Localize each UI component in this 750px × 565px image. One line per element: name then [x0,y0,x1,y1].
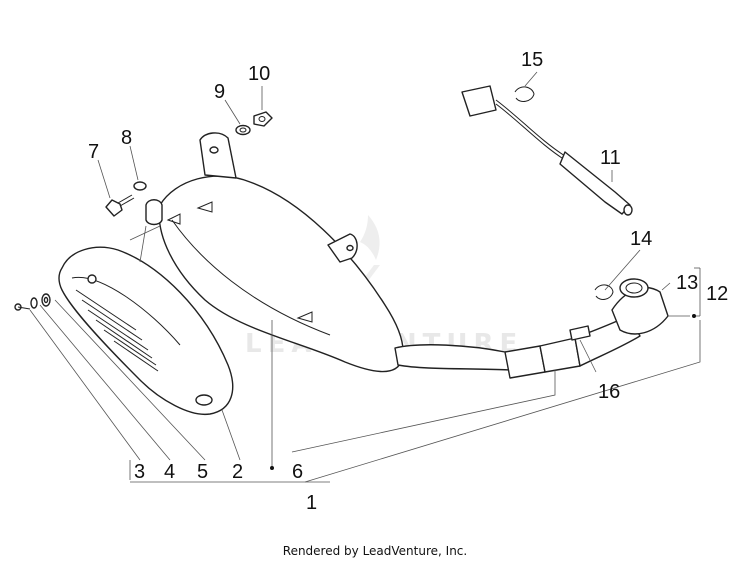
callout-16: 16 [598,381,620,403]
leader-lines [29,71,701,483]
callout-13: 13 [676,272,698,294]
callout-5: 5 [197,461,208,483]
footer-credit: Rendered by LeadVenture, Inc. [282,544,468,558]
screw-stack [14,293,51,311]
fasteners [105,111,273,217]
callout-3: 3 [134,461,145,483]
dot-marker [692,314,696,318]
callout-4: 4 [164,461,175,483]
callout-6: 6 [292,461,303,483]
snap-rings [514,86,614,300]
callout-1: 1 [306,492,317,514]
callout-14: 14 [630,228,652,250]
callout-7: 7 [88,141,99,163]
callout-9: 9 [214,81,225,103]
muffler [145,132,404,373]
callout-10: 10 [248,63,270,85]
callout-11: 11 [600,147,621,169]
oxygen-sensor [461,85,633,216]
header-pipe [394,278,669,379]
callout-12: 12 [706,283,728,305]
callout-8: 8 [121,127,132,149]
heat-shield [58,246,234,416]
callout-labels: 1 2 3 4 5 6 7 8 9 10 11 12 13 14 15 16 [88,49,728,514]
callout-15: 15 [521,49,543,71]
dot-marker [270,466,274,470]
clamp-ring [569,325,591,341]
callout-2: 2 [232,461,243,483]
